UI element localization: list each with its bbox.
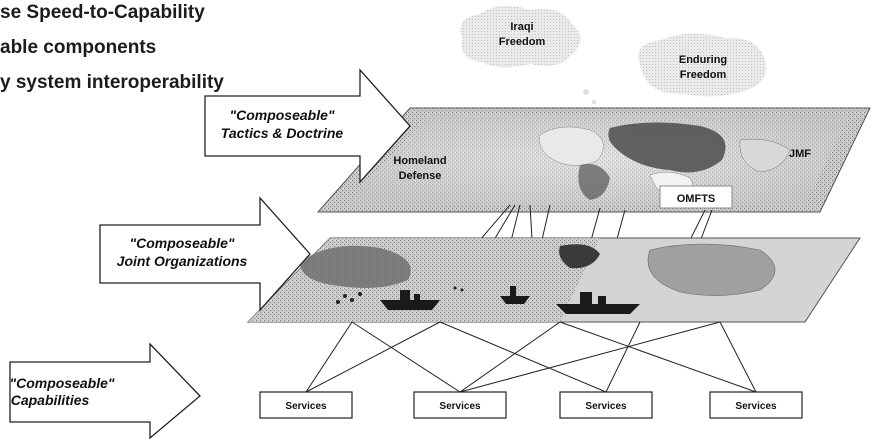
arrow-capabilities: "Composeable" Capabilities <box>9 342 201 440</box>
service-box-4: Services <box>709 391 803 419</box>
enduring-freedom-label-2: Freedom <box>680 69 727 81</box>
ground-units <box>336 286 464 304</box>
homeland-defense-label-2: Defense <box>399 170 442 182</box>
service-box-2: Services <box>413 391 507 419</box>
service-label-2: Services <box>439 401 481 412</box>
arrow-joint-organizations: "Composeable" Joint Organizations <box>99 196 311 312</box>
arrow-tactics-line2: Tactics & Doctrine <box>221 125 344 141</box>
cloud-enduring-freedom: Enduring Freedom <box>638 33 767 113</box>
org-to-services-links <box>305 321 757 393</box>
iraqi-freedom-label-2: Freedom <box>499 36 546 48</box>
arrow-org-line2: Joint Organizations <box>117 253 248 269</box>
ship-group-center <box>500 286 530 304</box>
organizations-plane <box>246 237 861 323</box>
service-label-4: Services <box>735 401 777 412</box>
service-box-1: Services <box>259 391 353 419</box>
ship-group-left <box>380 290 440 310</box>
omfts-box: OMFTS <box>659 185 733 209</box>
arrow-org-line1: "Composeable" <box>129 235 234 251</box>
cloud-iraqi-freedom: Iraqi Freedom <box>460 5 596 104</box>
service-label-3: Services <box>585 401 627 412</box>
arrow-cap-line2: Capabilities <box>11 392 90 408</box>
tactics-plane: Homeland Defense JMF <box>316 107 871 213</box>
bullet-components: able components <box>0 37 157 58</box>
service-label-1: Services <box>285 401 327 412</box>
arrow-tactics-doctrine: "Composeable" Tactics & Doctrine <box>204 68 411 184</box>
omfts-label: OMFTS <box>677 193 716 205</box>
ship-group-right <box>556 292 640 314</box>
bullet-speed-to-capability: se Speed-to-Capability <box>0 2 205 23</box>
jmf-label: JMF <box>789 148 811 160</box>
enduring-freedom-label-1: Enduring <box>679 54 727 66</box>
homeland-defense-label-1: Homeland <box>393 155 446 167</box>
arrow-cap-line1: "Composeable" <box>9 375 114 391</box>
iraqi-freedom-label-1: Iraqi <box>510 21 533 33</box>
arrow-tactics-line1: "Composeable" <box>229 107 334 123</box>
bullet-interoperability: y system interoperability <box>0 72 224 93</box>
service-box-3: Services <box>559 391 653 419</box>
